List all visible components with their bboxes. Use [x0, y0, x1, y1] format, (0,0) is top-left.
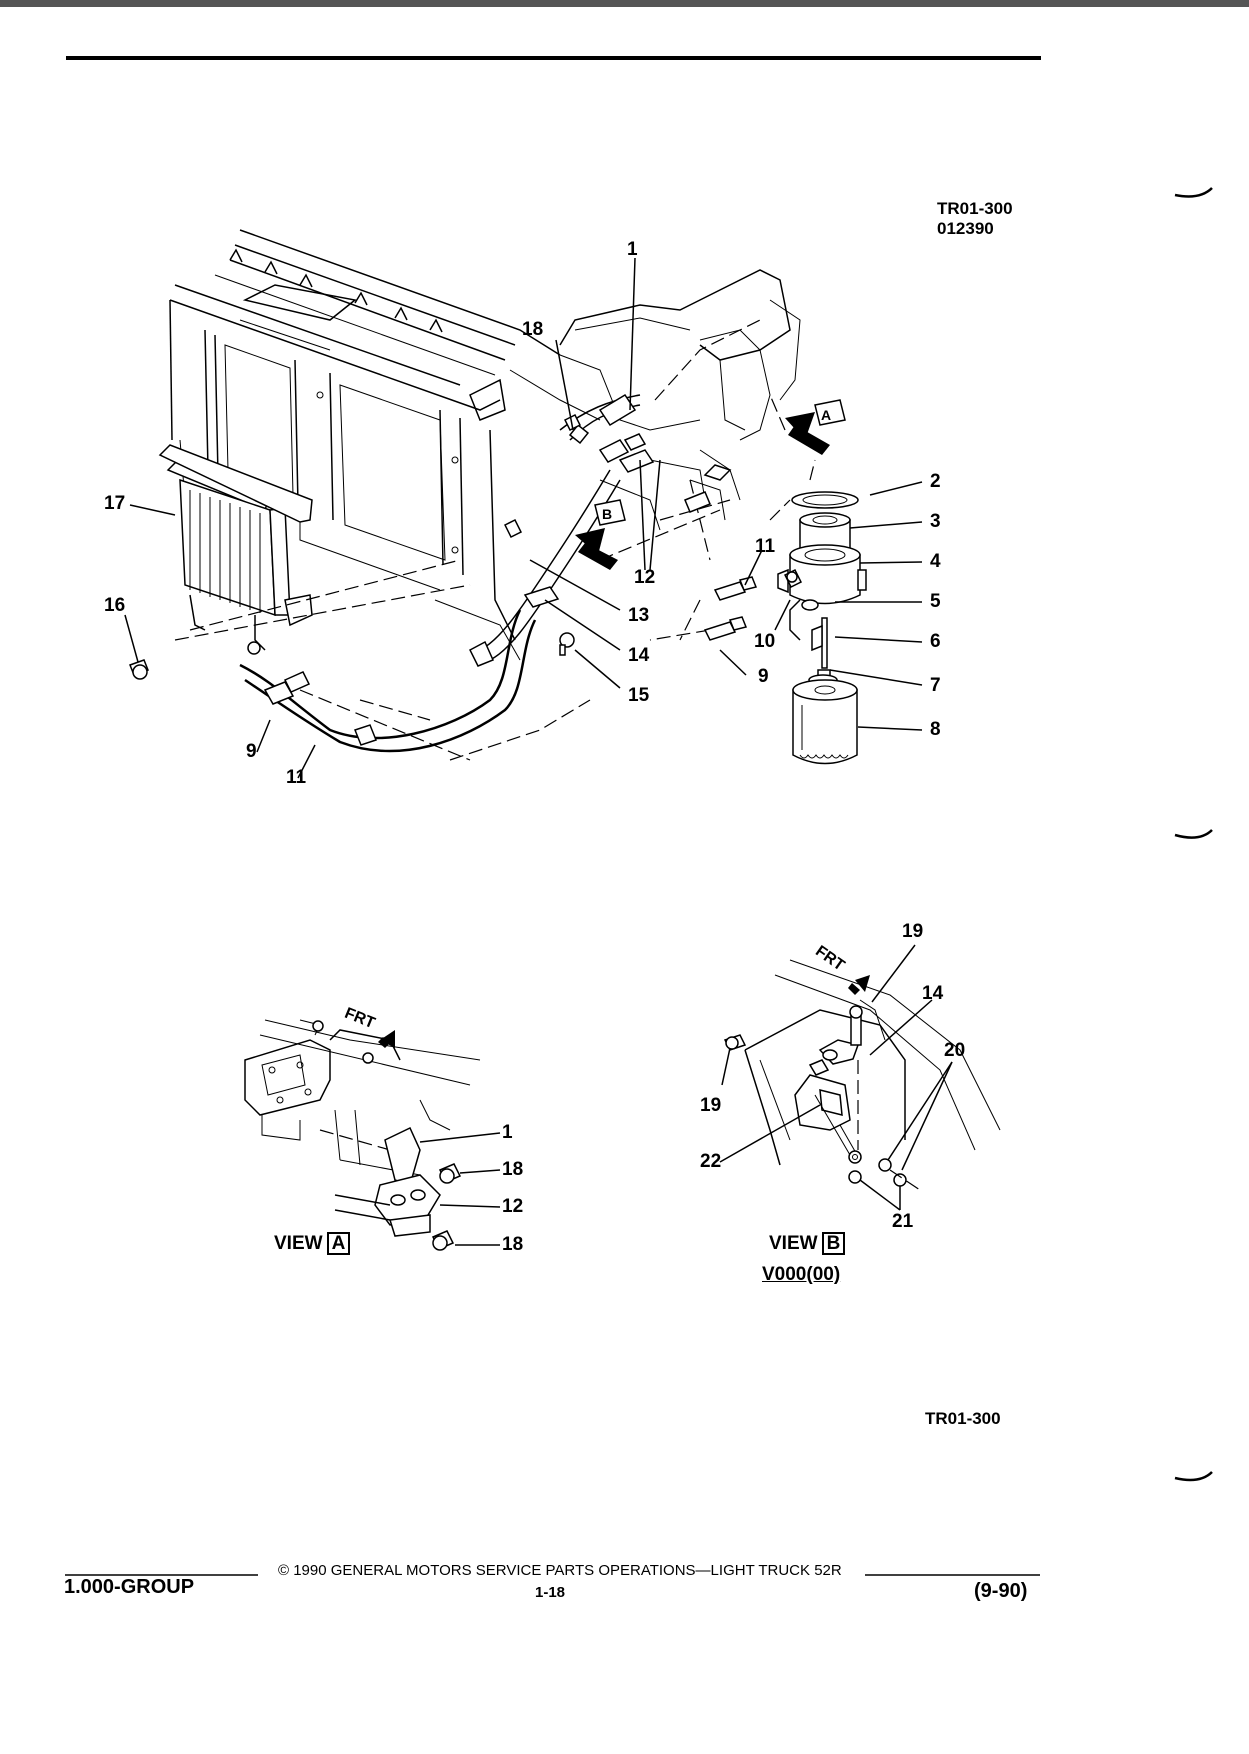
view-a-caption-text: VIEW — [274, 1233, 323, 1254]
callout-10: 10 — [754, 631, 776, 652]
callout-17: 17 — [104, 493, 126, 514]
callout-1: 1 — [627, 239, 638, 260]
view-b-caption-text: VIEW — [769, 1233, 818, 1254]
view-b-callout-20: 20 — [944, 1040, 966, 1061]
view-b-callout-19-lower: 19 — [700, 1095, 722, 1116]
view-b-code: V000(00) — [762, 1264, 841, 1285]
bracket-drawing — [129, 393, 732, 680]
callout-4: 4 — [930, 551, 941, 572]
callout-6: 6 — [930, 631, 941, 652]
callout-11-upper: 11 — [755, 536, 776, 557]
filter-adapter-drawing — [777, 491, 867, 765]
view-a-illustration — [244, 1019, 501, 1251]
view-b-illustration — [719, 944, 1001, 1211]
binder-marks — [1174, 187, 1213, 1482]
fittings-drawing — [703, 568, 803, 641]
view-b-callout-19-upper: 19 — [902, 921, 924, 942]
scan-top-edge — [0, 0, 1249, 7]
callout-2: 2 — [930, 471, 941, 492]
view-a-callout-1: 1 — [502, 1122, 513, 1143]
view-a-callout-18-upper: 18 — [502, 1159, 524, 1180]
view-b-callout-14: 14 — [922, 983, 944, 1004]
arrow-b-letter: B — [602, 506, 613, 522]
view-b-letter-box: B — [821, 1232, 846, 1255]
view-a-letter-box: A — [326, 1232, 351, 1255]
view-b-callout-21: 21 — [892, 1211, 914, 1232]
callout-13: 13 — [628, 605, 650, 626]
footer-page-number: 1-18 — [535, 1584, 566, 1601]
callout-15: 15 — [628, 685, 650, 706]
callout-5: 5 — [930, 591, 941, 612]
bottom-doc-code: TR01-300 — [925, 1409, 1001, 1428]
cooler-lines-drawing — [239, 394, 647, 753]
header-rule — [66, 56, 1041, 60]
callout-3: 3 — [930, 511, 941, 532]
oil-cooler-drawing — [158, 444, 313, 655]
footer-group: 1.000-GROUP — [64, 1576, 195, 1598]
view-arrows-drawing — [575, 399, 846, 570]
callout-14: 14 — [628, 645, 650, 666]
callout-18: 18 — [522, 319, 544, 340]
view-a-callout-12: 12 — [502, 1196, 524, 1217]
doc-code: TR01-300 — [937, 199, 1013, 218]
callout-11-lower: 11 — [286, 767, 307, 788]
callout-7: 7 — [930, 675, 941, 696]
callout-9-right: 9 — [758, 666, 769, 687]
callout-16: 16 — [104, 595, 126, 616]
arrow-a-letter: A — [821, 407, 832, 423]
view-a-callout-18-lower: 18 — [502, 1234, 524, 1255]
callout-8: 8 — [930, 719, 941, 740]
callout-9-left: 9 — [246, 741, 257, 762]
dashed-leader-lines — [174, 319, 816, 761]
radiator-support-drawing — [169, 229, 561, 661]
callout-12: 12 — [634, 567, 656, 588]
doc-number: 012390 — [937, 219, 994, 238]
footer-copyright: © 1990 GENERAL MOTORS SERVICE PARTS OPER… — [278, 1562, 842, 1579]
footer-date: (9-90) — [974, 1580, 1028, 1602]
view-b-callout-22: 22 — [700, 1151, 722, 1172]
callout-leaders-main — [124, 257, 923, 779]
